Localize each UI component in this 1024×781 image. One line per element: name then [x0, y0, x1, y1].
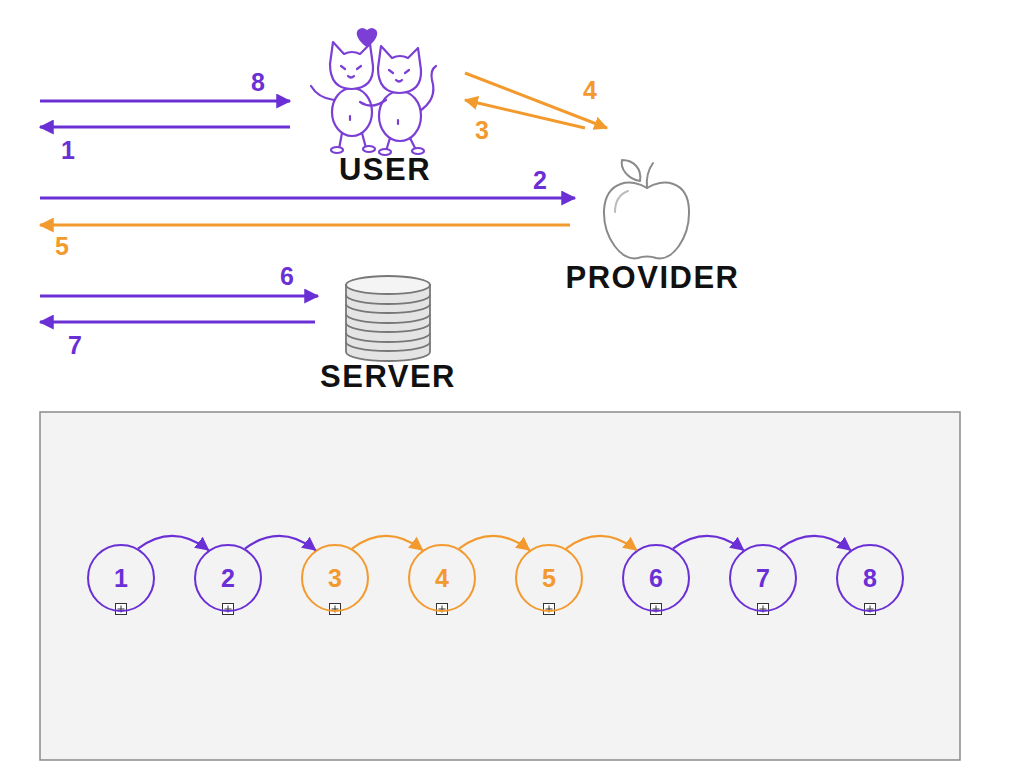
callout-number: 2 — [533, 165, 547, 195]
actor-label: PROVIDER — [560, 260, 745, 296]
database-band — [346, 295, 430, 304]
cat-head — [330, 42, 373, 89]
message-arrow — [40, 224, 570, 227]
apple-body — [604, 183, 689, 259]
callout-number: 8 — [251, 67, 265, 97]
database-band — [346, 333, 430, 342]
expand-icons — [116, 604, 876, 615]
callout-number: 6 — [280, 261, 294, 291]
apple-highlight — [615, 191, 628, 212]
cats-illustration — [311, 29, 436, 155]
database-body — [346, 285, 430, 361]
callout-number: 5 — [55, 231, 69, 261]
cat-legs — [386, 138, 416, 151]
database-band — [346, 342, 430, 351]
database-band — [346, 304, 430, 313]
flow-arrow — [245, 536, 315, 550]
flow-arrow — [780, 536, 850, 550]
expand-icon — [758, 604, 769, 615]
grey-panel — [40, 412, 960, 760]
step-number: 6 — [649, 563, 663, 593]
actor-label: SERVER — [316, 359, 460, 395]
flow-arrow — [566, 536, 636, 550]
apple-leaf — [622, 160, 641, 181]
cat-arm — [360, 100, 386, 106]
expand-icon — [865, 604, 876, 615]
cat-head — [378, 46, 421, 93]
message-arrow — [40, 295, 318, 298]
step-circle: 3 — [301, 544, 369, 612]
edge-label: 3 — [475, 115, 489, 145]
expand-icon — [651, 604, 662, 615]
step-circle: 4 — [408, 544, 476, 612]
edge-label: 4 — [583, 75, 597, 105]
database-top — [346, 276, 430, 294]
step-circle: 1 — [87, 544, 155, 612]
step-number: 8 — [863, 563, 877, 593]
database-illustration — [346, 276, 430, 361]
cat-detail — [350, 116, 398, 124]
heart-symbol — [358, 29, 376, 46]
database-band — [346, 314, 430, 323]
step-circle: 8 — [836, 544, 904, 612]
actor-node: SERVER — [316, 270, 460, 395]
step-number: 5 — [542, 563, 556, 593]
cat-body — [332, 88, 372, 136]
message-arrow — [40, 126, 290, 129]
step-circle: 6 — [622, 544, 690, 612]
message-arrow — [40, 321, 315, 324]
apple-illustration — [604, 160, 689, 258]
expand-icon — [116, 604, 127, 615]
actor-label: USER — [305, 152, 465, 188]
callout-number: 7 — [68, 330, 82, 360]
cat-foot — [363, 146, 375, 152]
step-number: 3 — [328, 563, 342, 593]
actor-node: PROVIDER — [560, 128, 745, 298]
actor-node: USER — [305, 25, 465, 190]
cat-body — [379, 91, 421, 141]
step-circle: 5 — [515, 544, 583, 612]
message-arrow — [40, 197, 575, 200]
flow-arrow — [352, 536, 422, 550]
message-arrow — [40, 100, 290, 103]
expand-icon — [223, 604, 234, 615]
apple-stem — [647, 163, 653, 188]
step-number: 7 — [756, 563, 770, 593]
callout-number: 1 — [61, 135, 75, 165]
expand-icon — [544, 604, 555, 615]
flow-arrow — [459, 536, 529, 550]
expand-icon — [437, 604, 448, 615]
cat-face — [389, 70, 409, 82]
step-circle: 7 — [729, 544, 797, 612]
cat-face — [341, 66, 361, 78]
step-number: 4 — [435, 563, 449, 593]
database-band — [346, 323, 430, 332]
flow-arrow — [673, 536, 743, 550]
step-number: 2 — [221, 563, 235, 593]
cat-legs — [339, 133, 366, 149]
step-number: 1 — [114, 563, 128, 593]
cat-arm — [311, 86, 334, 100]
expand-icon — [330, 604, 341, 615]
step-circle: 2 — [194, 544, 262, 612]
flow-arrow — [138, 536, 208, 550]
